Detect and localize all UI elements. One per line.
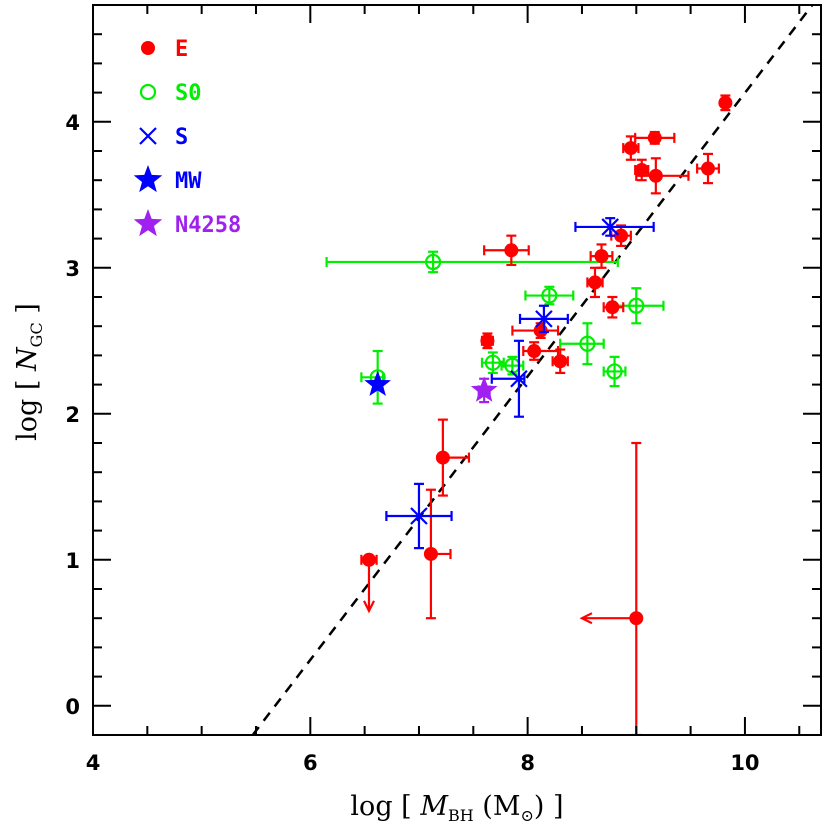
data-point-e [696,152,720,185]
marker-e [647,130,662,145]
marker-mw [364,370,391,396]
data-point-n4258 [470,376,498,404]
data-point-s0 [559,322,605,366]
axis-ticks: 4 6 8 10 0 1 2 3 4 [65,4,821,775]
marker-e [423,546,438,561]
series-s [385,217,655,550]
marker-s [535,310,553,328]
marker-e [648,168,663,183]
plot-area [251,5,814,735]
legend-marker-n4258 [133,209,163,237]
fit-line [251,5,814,735]
y-tick-label: 0 [65,695,80,719]
data-point-e [589,243,614,269]
marker-e [634,162,649,177]
data-point-e [602,295,625,319]
x-tick-label: 6 [303,751,318,775]
data-point-s0 [360,349,386,405]
marker-e [594,249,609,264]
data-point-e [360,552,378,614]
marker-e [504,243,519,258]
data-point-s [490,339,528,418]
data-point-s0 [325,250,619,274]
data-point-e [586,266,604,299]
marker-s [510,369,528,388]
series-mw [364,370,391,396]
series-n4258 [470,376,498,404]
data-point-e [522,341,560,361]
marker-s0 [541,287,558,304]
data-point-e [435,418,471,497]
y-tick-label: 2 [65,403,80,427]
data-point-e [551,348,569,375]
x-tick-label: 8 [520,751,535,775]
data-point-s [518,304,569,334]
legend-item-e: E [141,37,188,62]
upper-limit-arrowhead [579,612,593,625]
legend-label-s: S [175,125,188,150]
marker-s0 [628,297,645,314]
marker-s0 [606,363,623,380]
legend-item-n4258: N4258 [133,209,241,238]
y-tick-label: 1 [65,549,80,573]
data-point-s0 [602,355,627,388]
data-point-s [574,217,655,237]
data-point-e [610,224,632,247]
data-point-s0 [524,285,575,306]
marker-e [718,95,733,110]
legend: E S0S MW N4258 [133,37,241,238]
data-point-e [483,234,530,266]
legend-label-n4258: N4258 [175,213,241,238]
legend-label-e: E [175,37,188,62]
marker-e [623,141,638,156]
legend-item-s0: S0 [139,81,202,106]
marker-s [601,218,619,236]
y-axis-title: log [ NGC ] [12,303,46,441]
legend-label-mw: MW [175,169,202,194]
marker-e [605,300,620,315]
y-tick-label: 3 [65,257,80,281]
marker-e [527,344,542,359]
marker-n4258 [470,376,498,402]
marker-e [614,228,629,243]
data-point-s [385,482,453,550]
legend-item-mw: MW [133,165,202,194]
marker-e [553,354,568,369]
data-layer [251,5,814,735]
marker-e [361,552,376,567]
data-point-e [579,441,644,735]
data-point-e [718,94,733,112]
data-point-e [423,488,452,620]
upper-limit-arrowhead [363,600,375,614]
data-point-e [480,332,495,350]
data-point-s0 [613,287,665,325]
plot-frame [92,4,822,736]
marker-e [480,333,495,348]
marker-s0 [484,354,501,371]
series-e [360,94,733,735]
legend-item-s: S [139,125,188,150]
legend-marker-e [141,41,155,55]
marker-s0 [424,253,442,271]
legend-marker-s [139,127,157,145]
legend-label-s0: S0 [175,81,202,106]
data-point-mw [364,370,391,396]
marker-e [700,161,715,176]
x-tick-label: 4 [86,751,101,775]
x-axis-title: log [ MBH (M⊙) ] [350,791,563,825]
marker-s [410,507,428,525]
marker-e [587,275,602,290]
data-point-e [635,157,690,195]
x-tick-label: 10 [730,751,759,775]
legend-marker-mw [133,165,163,193]
marker-e [629,611,644,626]
marker-e [435,450,450,465]
legend-marker-s0 [139,83,157,101]
y-tick-label: 4 [65,111,80,135]
marker-s0 [579,335,596,352]
data-point-e [634,130,676,145]
